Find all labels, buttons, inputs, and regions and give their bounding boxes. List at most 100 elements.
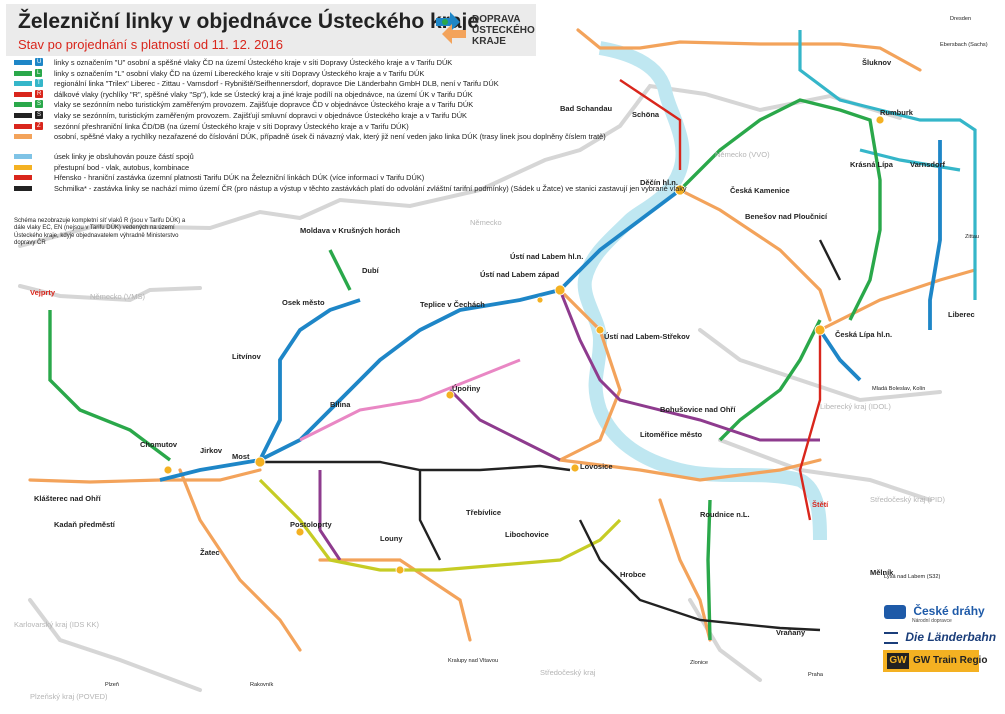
logo-line-3: KRAJE <box>472 36 506 47</box>
station-most: Most <box>232 452 250 461</box>
station-rumburk: Rumburk <box>880 108 913 117</box>
region-label-vms: Německo (VMS) <box>90 292 146 301</box>
legend-row: Schmilka* - zastávka linky se nachází mi… <box>14 184 687 195</box>
station-decin: Děčín hl.n. <box>640 178 678 187</box>
legend-swatch <box>14 112 32 118</box>
brand-cd-sub: Národní dopravce <box>912 618 952 624</box>
duk-logo-text: DOPRAVA ÚSTECKÉHO KRAJE <box>472 14 535 47</box>
legend-swatch <box>14 154 32 160</box>
station-zlonice: Zlonice <box>690 660 709 666</box>
station-ebersbach: Ebersbach (Sachs) <box>940 42 988 48</box>
station-kralupy: Kralupy nad Vltavou <box>448 658 499 664</box>
purple-lines <box>318 289 820 561</box>
legend-badge: U <box>35 58 44 66</box>
station-dubi: Dubí <box>362 266 379 275</box>
logo-line-2: ÚSTECKÉHO <box>472 25 535 36</box>
dlb-logo-icon <box>884 631 898 644</box>
brand-lanterbahn: Die Länderbahn <box>884 630 996 644</box>
legend-row: přestupní bod - vlak, autobus, kombinace <box>14 163 514 174</box>
station-moldava: Moldava v Krušných horách <box>300 226 401 235</box>
legend-text: dálkové vlaky (rychlíky "R", spěšné vlak… <box>54 89 473 99</box>
legend-text: linky s označením "U" osobní a spěšné vl… <box>54 58 453 67</box>
station-praha: Praha <box>808 672 823 678</box>
legend-swatch <box>14 175 32 181</box>
legend-text: vlaky se sezónním, turistickým zaměřeným… <box>54 110 467 120</box>
station-schona: Schöna <box>632 110 660 119</box>
cd-logo-icon <box>884 604 906 619</box>
station-lovosice: Lovosice <box>580 462 613 471</box>
station-benesov: Benešov nad Ploučnicí <box>745 212 828 221</box>
gw-logo-icon: GW <box>887 653 909 669</box>
legend-badge: S <box>35 110 44 119</box>
legend-badge: Z <box>35 121 43 130</box>
legend-text: vlaky se sezónním nebo turistickým zaměř… <box>54 100 474 110</box>
legend-row: Hřensko - hraniční zastávka územní platn… <box>14 173 514 184</box>
station-litvinov: Litvínov <box>232 352 261 361</box>
legend-text: regionální linka "Trilex" Liberec - Zitt… <box>54 79 499 89</box>
region-label-kv: Karlovarský kraj (IDS KK) <box>14 620 100 629</box>
brand-ceske-drahy: České dráhy Národní dopravce <box>884 604 985 624</box>
station-krasna-lipa: Krásná Lípa <box>850 160 893 169</box>
legend-text: úsek linky je obsluhován pouze částí spo… <box>54 152 194 162</box>
page-title: Železniční linky v objednávce Ústeckého … <box>18 10 480 33</box>
station-roudnice: Roudnice n.L. <box>700 510 750 519</box>
brand-dlb-label: Die Länderbahn <box>905 630 997 644</box>
station-teplice: Teplice v Čechách <box>420 300 485 309</box>
legend-swatch <box>14 164 32 170</box>
header-panel: Železniční linky v objednávce Ústeckého … <box>6 4 536 56</box>
legend-text: osobní, spěšné vlaky a rychlíky nezařaze… <box>54 132 606 142</box>
region-label-de: Německo <box>470 218 502 227</box>
station-uporiny: Úpořiny <box>452 384 481 393</box>
station-usti-strekov: Ústí nad Labem-Střekov <box>604 332 690 341</box>
legend-note: Schéma nezobrazuje kompletní síť vlaků R… <box>14 218 186 247</box>
legend-text: sezónní přeshraniční linka ČD/DB (na úze… <box>54 121 409 131</box>
legend-row: osobní, spěšné vlaky a rychlíky nezařaze… <box>14 132 606 152</box>
station-sluknov: Šluknov <box>862 58 892 67</box>
brand-gw-train: GW GW Train Regio <box>883 650 987 672</box>
station-lysa: Lysá nad Labem (S32) <box>884 574 941 580</box>
legend-swatch <box>14 102 32 108</box>
station-klasterec: Klášterec nad Ohří <box>34 494 101 503</box>
duk-logo-icon <box>436 12 466 44</box>
region-borders <box>18 83 942 692</box>
station-osek: Osek město <box>282 298 325 307</box>
legend-text: přestupní bod - vlak, autobus, kombinace <box>54 162 190 172</box>
region-label-stc: Středočeský kraj <box>540 668 596 677</box>
legend-swatch <box>14 91 32 97</box>
legend-swatch <box>14 81 32 87</box>
station-plzen: Plzeň <box>105 682 119 688</box>
green-lines <box>48 98 882 641</box>
station-vranany: Vraňany <box>776 628 806 637</box>
station-zatec: Žatec <box>200 548 220 557</box>
station-kadan: Kadaň předměstí <box>54 520 115 529</box>
station-louny: Louny <box>380 534 403 543</box>
station-mlada: Mladá Boleslav, Kolín <box>872 386 926 392</box>
legend-swatch <box>14 60 32 65</box>
station-varnsdorf: Varnsdorf <box>910 160 946 169</box>
station-ceska-lipa: Česká Lípa hl.n. <box>835 330 893 339</box>
legend-badge: L <box>35 68 43 77</box>
station-bohusovice: Bohušovice nad Ohří <box>660 405 736 414</box>
legend-badge: T <box>35 79 43 88</box>
station-postoloprty: Postoloprty <box>290 520 332 529</box>
legend-row: úsek linky je obsluhován pouze částí spo… <box>14 152 514 163</box>
station-bad-schandau: Bad Schandau <box>560 104 613 113</box>
region-label-idol: Liberecký kraj (IDOL) <box>820 402 891 411</box>
station-libochovice: Libochovice <box>505 530 549 539</box>
logo-line-1: DOPRAVA <box>472 14 521 25</box>
legend-text: linky s označením "L" osobní vlaky ČD na… <box>54 68 425 78</box>
page-subtitle: Stav po projednání s platností od 11. 12… <box>18 37 284 52</box>
station-usti-zapad: Ústí nad Labem západ <box>480 270 560 279</box>
yellow-lines <box>258 478 622 572</box>
legend-swatch <box>14 134 32 140</box>
legend-swatch <box>14 70 32 76</box>
